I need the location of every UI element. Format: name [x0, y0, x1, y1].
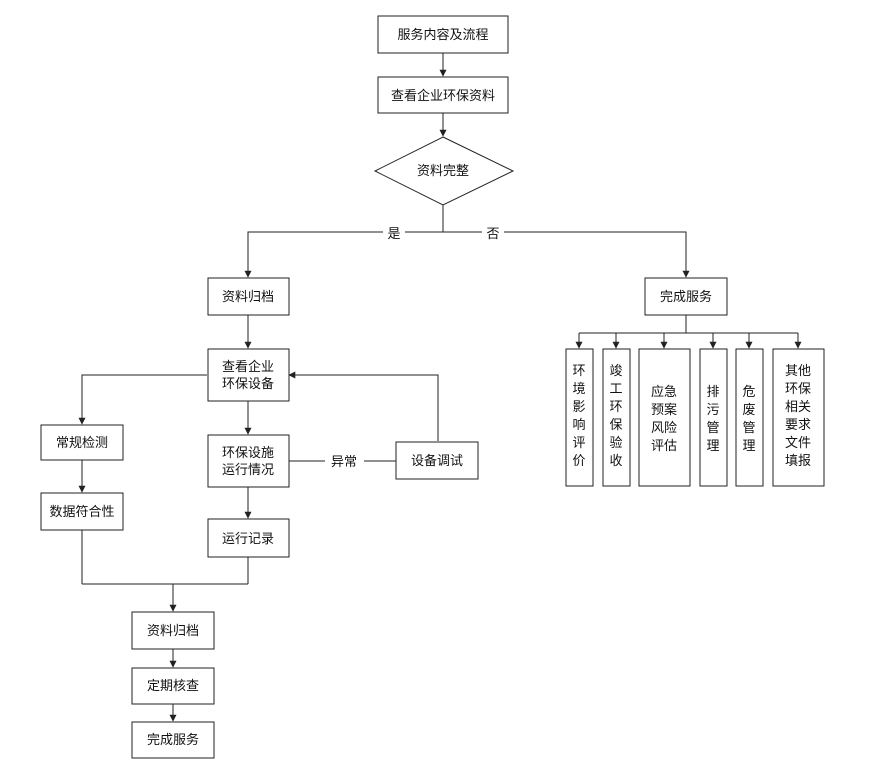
service-item-line: 预案: [651, 403, 677, 418]
node-start-label: 服务内容及流程: [397, 27, 488, 43]
service-item-line: 境: [572, 382, 585, 397]
edge-label-no: 否: [486, 227, 499, 242]
decision-docs-complete-label: 资料完整: [417, 164, 469, 179]
service-item-completion-acceptance: [602, 348, 631, 487]
node-facility-status-line1: 环保设施: [222, 446, 274, 461]
service-item-line: 相关: [785, 400, 811, 415]
service-item-line: 验: [609, 435, 622, 451]
arrow-to-routine-test: [78, 374, 207, 425]
service-item-line: 收: [609, 454, 622, 469]
service-item-line: 环: [609, 400, 622, 415]
arrow-debug-to-check-equipment: [288, 371, 439, 441]
node-check-docs-label: 查看企业环保资料: [391, 88, 495, 104]
service-item-line: 污: [706, 403, 719, 418]
node-start: [377, 15, 509, 54]
node-equipment-debug: [395, 441, 479, 480]
service-item-line: 应急: [651, 384, 677, 400]
service-item-discharge-management: [699, 348, 728, 487]
arrow-yes-branch: [244, 231, 443, 278]
service-item-line: 竣: [609, 364, 622, 379]
node-done-right-label: 完成服务: [660, 289, 712, 305]
service-item-line: 评估: [651, 439, 677, 454]
service-item-line: 环保: [785, 382, 811, 397]
edge-label-abnormal: 异常: [331, 455, 357, 470]
service-item-line: 理: [742, 439, 755, 454]
node-archive-2-label: 资料归档: [147, 624, 199, 639]
service-item-eia: [565, 348, 594, 487]
node-done-right: [644, 277, 728, 316]
node-routine-test-label: 常规检测: [56, 436, 108, 451]
decision-docs-complete: [373, 136, 515, 206]
node-facility-status: [207, 434, 290, 488]
service-item-emergency-plan: [638, 348, 691, 487]
service-item-line: 排: [706, 385, 719, 400]
node-check-equipment: [207, 348, 290, 402]
node-check-docs: [377, 76, 509, 114]
edge-label-yes: 是: [387, 227, 400, 242]
service-item-line: 废: [742, 402, 755, 418]
node-archive-1: [207, 277, 290, 316]
node-data-compliance: [40, 492, 124, 531]
service-item-line: 文件: [785, 436, 811, 451]
node-facility-status-line2: 运行情况: [222, 463, 274, 478]
node-periodic-review-label: 定期核查: [147, 679, 199, 694]
service-item-line: 要求: [785, 418, 811, 433]
service-item-other-filings: [772, 348, 825, 487]
node-archive-1-label: 资料归档: [222, 290, 274, 305]
service-item-line: 管: [706, 421, 719, 436]
service-item-line: 风险: [651, 421, 677, 436]
service-item-line: 评: [572, 436, 585, 451]
yes-label-bg: [383, 224, 405, 242]
connectors: [78, 53, 802, 722]
service-item-line: 环: [572, 364, 585, 379]
service-item-line: 危: [742, 385, 755, 400]
node-done-bottom: [131, 721, 215, 759]
node-done-bottom-label: 完成服务: [147, 732, 199, 748]
arrow-no-branch: [443, 231, 690, 278]
node-data-compliance-label: 数据符合性: [49, 504, 114, 520]
node-run-record-label: 运行记录: [222, 532, 274, 547]
service-item-line: 管: [742, 421, 755, 436]
service-item-line: 响: [572, 417, 585, 433]
node-equipment-debug-label: 设备调试: [411, 453, 463, 469]
service-item-line: 价: [572, 454, 585, 469]
service-item-line: 保: [609, 418, 622, 433]
service-item-hazardous-waste: [735, 348, 764, 487]
node-check-equipment-line2: 环保设备: [222, 376, 274, 392]
service-item-line: 工: [609, 382, 622, 397]
service-item-line: 影: [572, 400, 585, 415]
node-periodic-review: [131, 667, 215, 705]
service-item-line: 理: [706, 439, 719, 454]
node-archive-2: [131, 611, 215, 650]
node-run-record: [207, 518, 290, 558]
node-check-equipment-line1: 查看企业: [222, 359, 274, 375]
edge-labels: 是 否 异常: [331, 224, 504, 470]
no-label-bg: [482, 224, 504, 242]
node-routine-test: [40, 424, 124, 461]
service-item-line: 填报: [785, 454, 811, 469]
service-item-line: 其他: [785, 364, 811, 379]
nodes: 服务内容及流程 查看企业环保资料 资料完整 资料归档 完成服务 查看企业 环保设…: [40, 15, 728, 759]
